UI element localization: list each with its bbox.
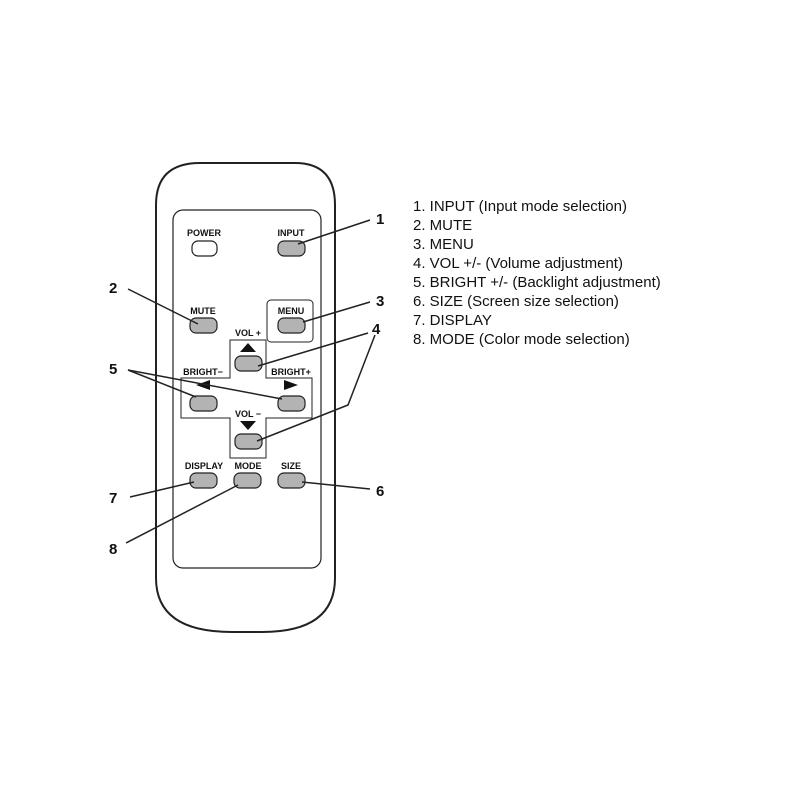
callout-1: 1 <box>376 211 384 228</box>
bright-plus-label: BRIGHT+ <box>271 367 311 377</box>
up-arrow-icon <box>240 343 256 352</box>
vol-plus-label: VOL + <box>235 328 261 338</box>
vol-down-button[interactable] <box>234 433 263 450</box>
legend-item-bright: 5. BRIGHT +/- (Backlight adjustment) <box>413 274 661 291</box>
legend-item-display: 7. DISPLAY <box>413 312 492 329</box>
leader-line-4a <box>257 332 369 367</box>
menu-frame <box>266 299 314 343</box>
mute-label: MUTE <box>190 306 216 316</box>
power-label: POWER <box>187 228 222 238</box>
leader-line-1 <box>297 219 371 245</box>
bright-minus-button[interactable] <box>189 395 218 412</box>
legend-item-mode: 8. MODE (Color mode selection) <box>413 331 630 348</box>
menu-button[interactable] <box>277 317 306 334</box>
leader-line-5a <box>127 369 197 398</box>
callout-6: 6 <box>376 483 384 500</box>
leader-line-7 <box>129 481 195 498</box>
legend-item-vol: 4. VOL +/- (Volume adjustment) <box>413 255 623 272</box>
down-arrow-icon <box>240 421 256 430</box>
bright-minus-label: BRIGHT− <box>183 367 223 377</box>
leader-line-3 <box>302 301 371 323</box>
vol-up-button[interactable] <box>234 355 263 372</box>
legend-item-menu: 3. MENU <box>413 236 474 253</box>
mode-label: MODE <box>235 461 262 471</box>
callout-2: 2 <box>109 280 117 297</box>
leader-line-6 <box>301 481 371 490</box>
input-label: INPUT <box>278 228 306 238</box>
leader-line-2 <box>127 288 199 325</box>
input-button[interactable] <box>277 240 306 257</box>
legend-item-input: 1. INPUT (Input mode selection) <box>413 198 627 215</box>
size-button[interactable] <box>277 472 306 489</box>
vol-minus-label: VOL − <box>235 409 261 419</box>
callout-8: 8 <box>109 541 117 558</box>
bright-plus-button[interactable] <box>277 395 306 412</box>
display-label: DISPLAY <box>185 461 223 471</box>
right-arrow-icon <box>284 380 298 390</box>
legend-list: 1. INPUT (Input mode selection) 2. MUTE … <box>413 197 661 349</box>
legend-item-mute: 2. MUTE <box>413 217 473 234</box>
menu-label: MENU <box>278 306 305 316</box>
legend-item-size: 6. SIZE (Screen size selection) <box>413 293 619 310</box>
left-arrow-icon <box>196 380 210 390</box>
power-button[interactable] <box>191 240 218 257</box>
callout-7: 7 <box>109 490 117 507</box>
display-button[interactable] <box>189 472 218 489</box>
remote-panel <box>172 209 322 569</box>
mode-button[interactable] <box>233 472 262 489</box>
leader-line-8 <box>125 484 239 544</box>
callout-3: 3 <box>376 293 384 310</box>
callout-4: 4 <box>372 321 381 338</box>
size-label: SIZE <box>281 461 301 471</box>
dpad-frame <box>180 339 313 459</box>
leader-line-4b <box>256 334 376 442</box>
callout-5: 5 <box>109 361 117 378</box>
leader-line-5b <box>127 369 283 400</box>
mute-button[interactable] <box>189 317 218 334</box>
